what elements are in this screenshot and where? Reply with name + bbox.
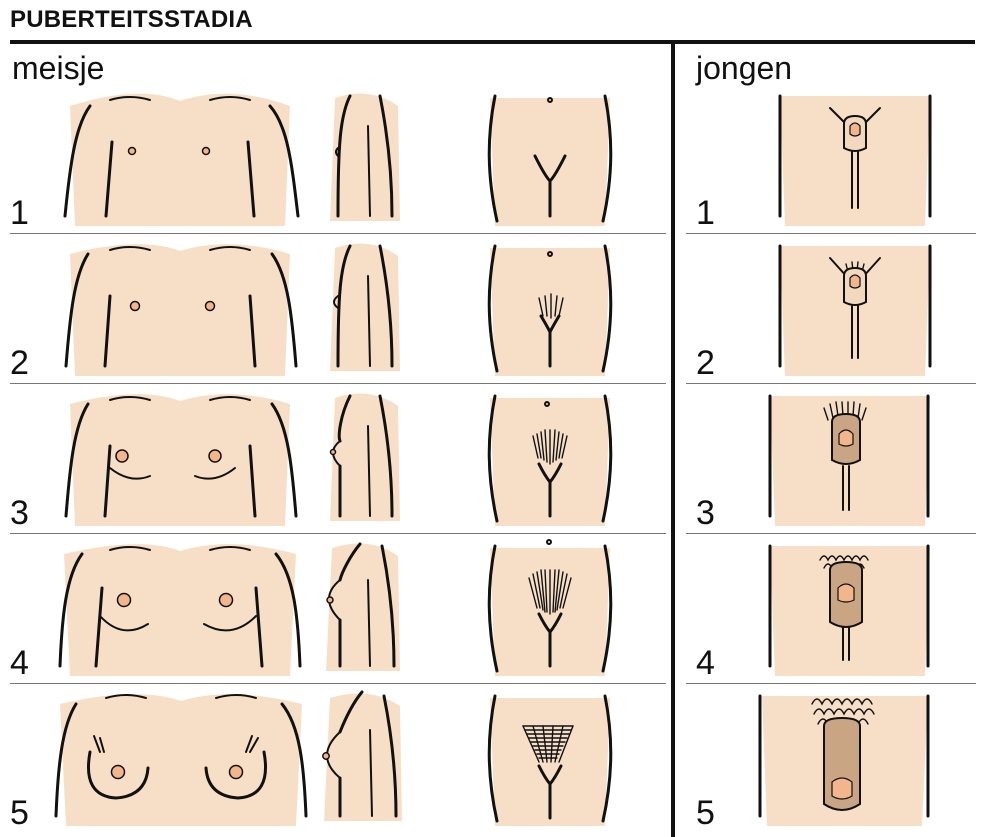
girl-side-illustration — [310, 386, 420, 536]
row-separator — [686, 233, 976, 234]
girl-pubic-illustration — [475, 86, 625, 236]
girl-front-illustration — [50, 536, 310, 686]
girl-front-illustration — [46, 686, 316, 836]
row-separator — [10, 383, 666, 384]
stage-row: 2 2 — [0, 236, 986, 386]
girl-section-label: meisje — [12, 52, 104, 84]
girl-pubic-illustration — [475, 386, 625, 536]
girl-side-illustration — [310, 86, 420, 236]
boy-section-label: jongen — [696, 52, 792, 84]
girl-front-illustration — [50, 236, 310, 386]
boy-genital-illustration — [760, 536, 930, 686]
girl-stage-number: 4 — [10, 644, 29, 683]
girl-stage-number: 5 — [10, 794, 29, 833]
boy-stage-number: 3 — [696, 494, 715, 533]
girl-side-illustration — [310, 686, 420, 836]
stage-rows: 1 1 — [0, 86, 986, 837]
row-separator — [686, 683, 976, 684]
girl-stage-number: 1 — [10, 194, 29, 233]
boy-stage-number: 1 — [696, 194, 715, 233]
row-separator — [10, 683, 666, 684]
row-separator — [686, 383, 976, 384]
title-rule — [10, 40, 975, 44]
boy-genital-illustration — [770, 86, 940, 236]
row-separator — [10, 233, 666, 234]
girl-pubic-illustration — [475, 686, 625, 836]
girl-pubic-illustration — [475, 536, 625, 686]
girl-front-illustration — [50, 386, 310, 536]
stage-row: 5 5 — [0, 686, 986, 836]
row-separator — [686, 533, 976, 534]
boy-stage-number: 5 — [696, 794, 715, 833]
page-title: PUBERTEITSSTADIA — [10, 6, 253, 34]
boy-genital-illustration — [760, 386, 930, 536]
row-separator — [10, 533, 666, 534]
girl-front-illustration — [50, 86, 310, 236]
girl-stage-number: 3 — [10, 494, 29, 533]
boy-stage-number: 4 — [696, 644, 715, 683]
stage-row: 1 1 — [0, 86, 986, 236]
boy-genital-illustration — [770, 236, 940, 386]
girl-pubic-illustration — [475, 236, 625, 386]
boy-genital-illustration — [752, 686, 932, 836]
stage-row: 4 4 — [0, 536, 986, 686]
stage-row: 3 3 — [0, 386, 986, 536]
girl-side-illustration — [310, 536, 420, 686]
girl-side-illustration — [310, 236, 420, 386]
boy-stage-number: 2 — [696, 344, 715, 383]
girl-stage-number: 2 — [10, 344, 29, 383]
